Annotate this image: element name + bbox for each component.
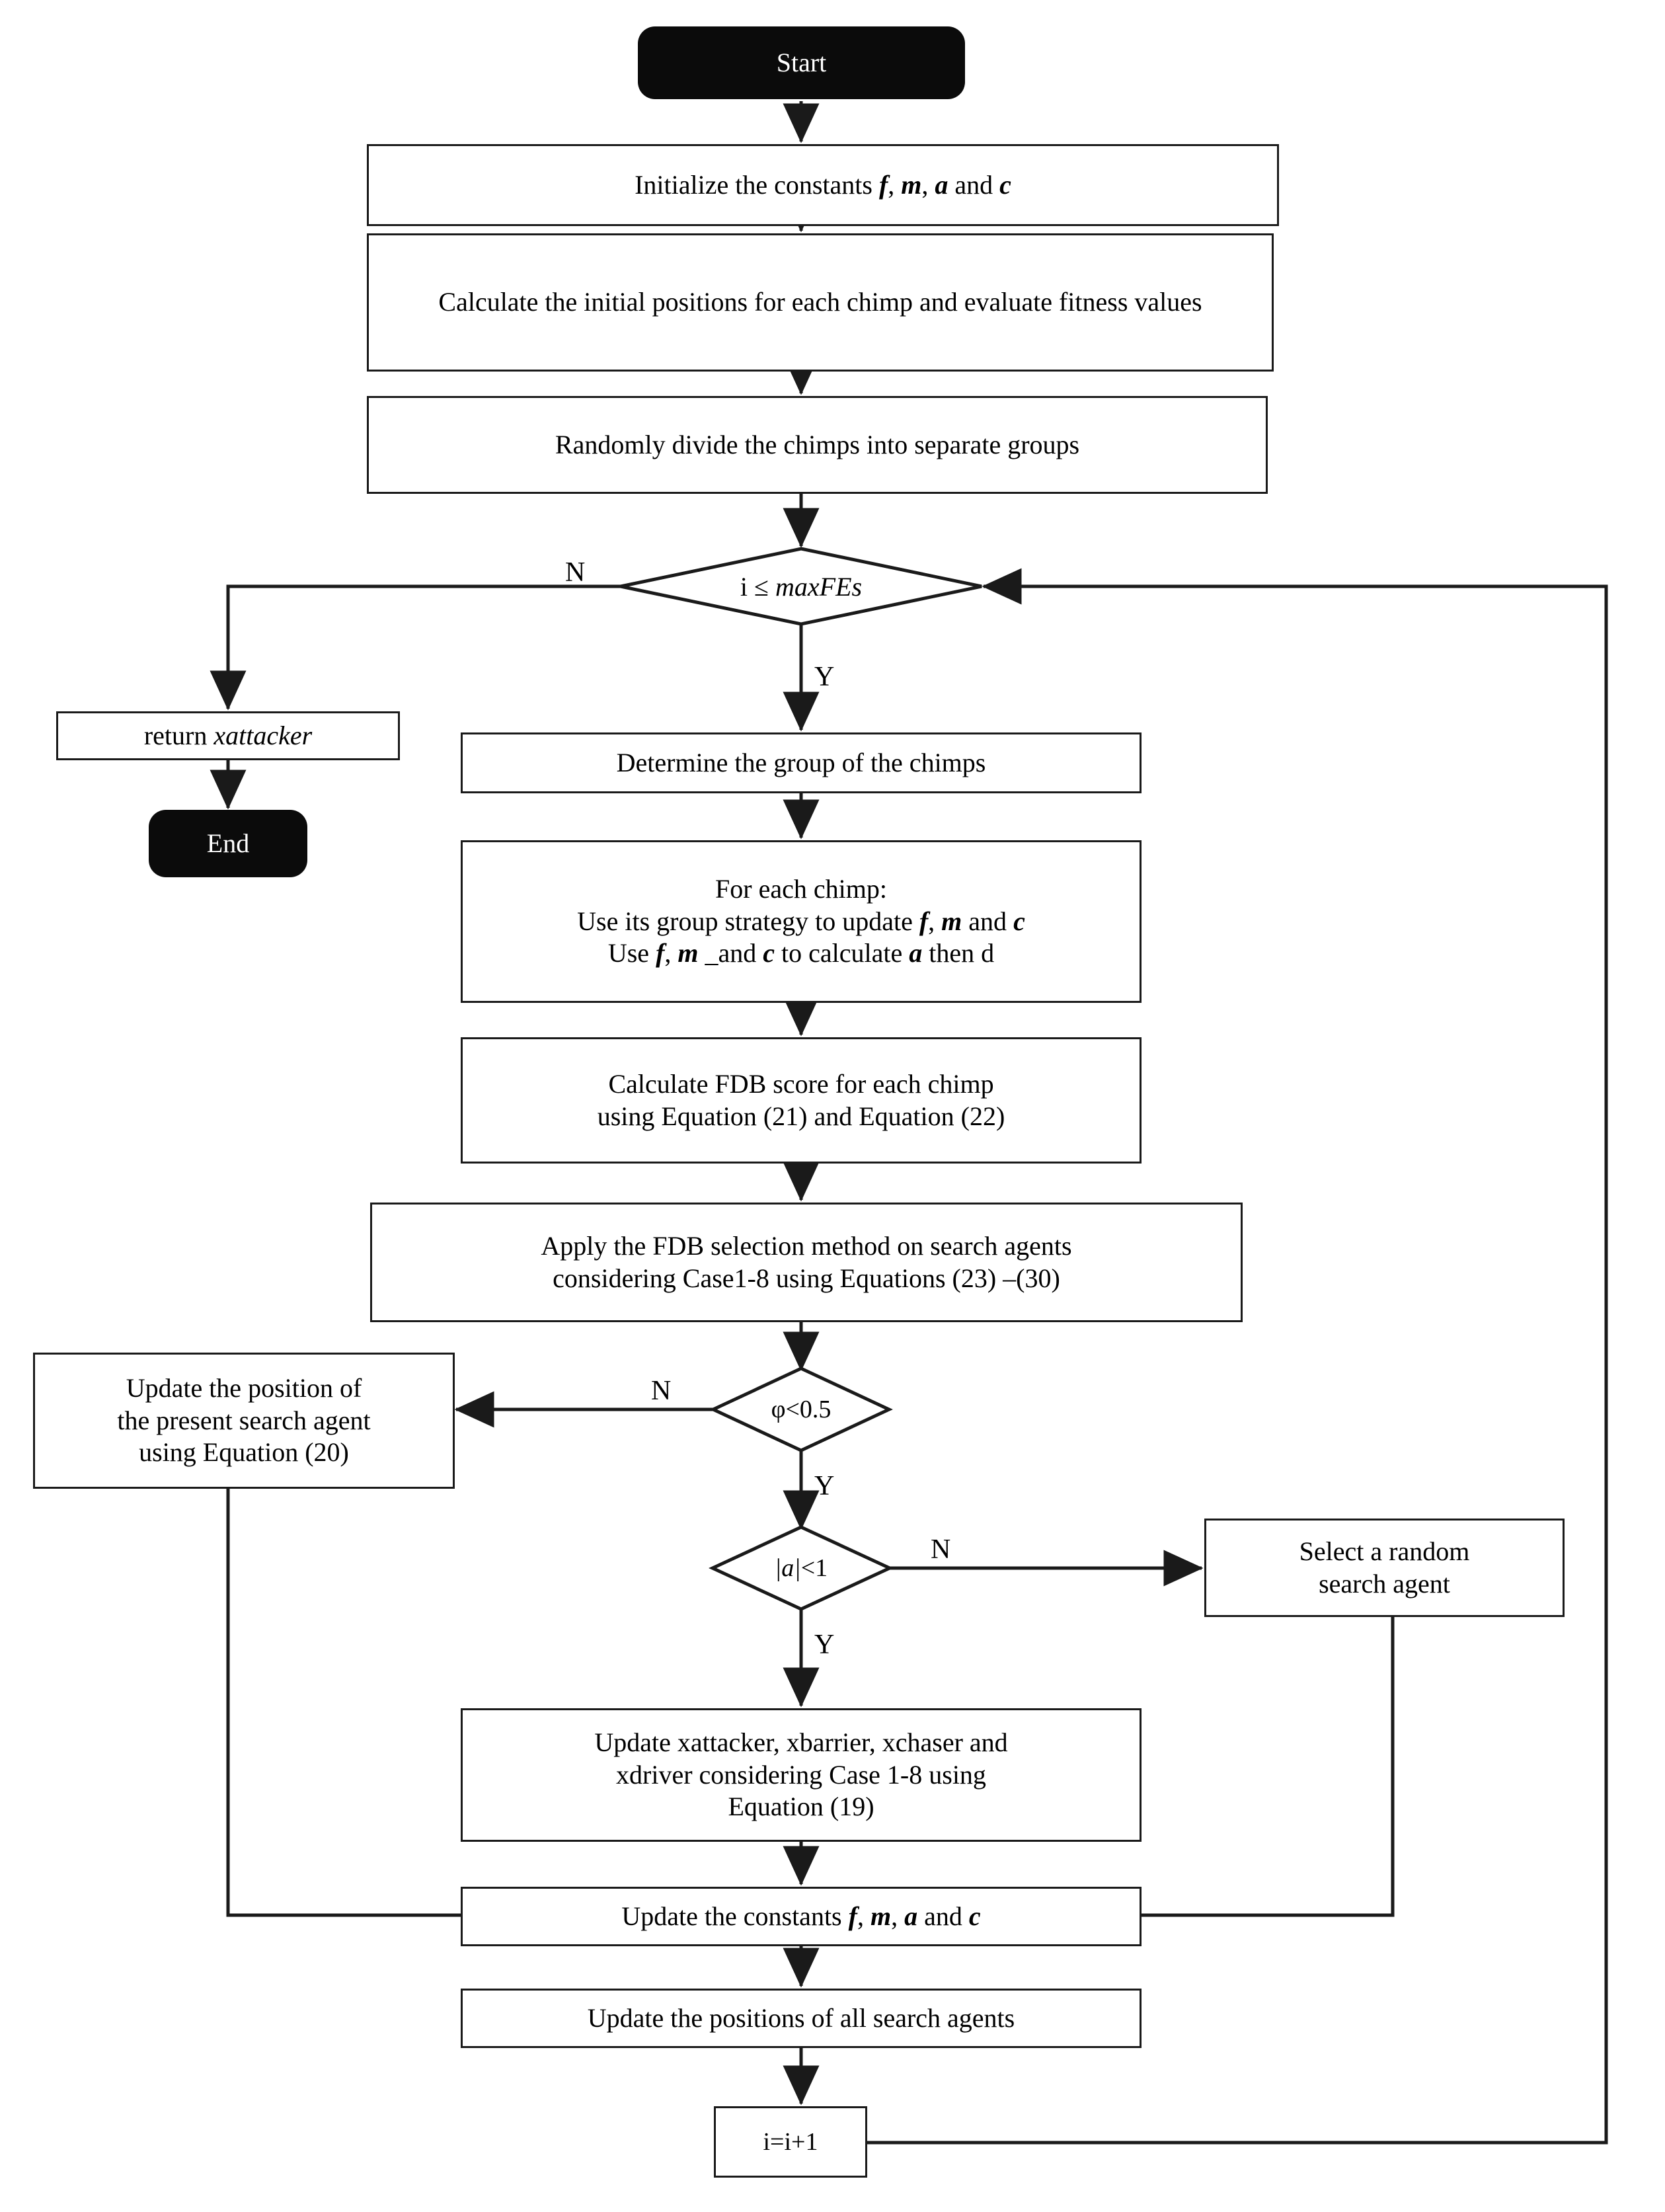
decision-shape-a [709,1525,894,1611]
node-determine-group-label: Determine the group of the chimps [616,747,986,777]
node-determine-group[interactable]: Determine the group of the chimps [461,732,1142,793]
node-loop-check[interactable]: i ≤ maxFEs [661,565,941,608]
node-fdb-selection-line1: Apply the FDB selection method on search… [541,1230,1072,1261]
edge-increment-to-loopcheck [866,568,1608,2145]
node-increment-label: i=i+1 [763,2127,818,2156]
node-update-present-agent-line3: using Equation (20) [139,1437,349,1468]
node-end[interactable]: End [149,810,307,877]
node-select-random-agent[interactable]: Select a random search agent [1204,1519,1565,1617]
node-initial-positions-label: Calculate the initial positions for each… [438,287,1202,317]
node-update-constants-label: Update the constants f, m, a and c [621,1901,981,1931]
node-divide-groups[interactable]: Randomly divide the chimps into separate… [367,396,1268,494]
node-update-positions-label: Update the positions of all search agent… [587,2002,1015,2033]
edge-label-loopcheck-yes: Y [814,662,835,692]
decision-shape-phi [709,1366,893,1452]
node-for-each-chimp-line3: Use f, m _and c to calculate a then d [607,938,995,968]
node-initial-positions[interactable]: Calculate the initial positions for each… [367,233,1274,372]
node-fdb-score-line1: Calculate FDB score for each chimp [608,1068,994,1099]
node-fdb-selection[interactable]: Apply the FDB selection method on search… [370,1203,1243,1322]
edge-label-phi-no: N [651,1376,672,1406]
node-update-present-agent[interactable]: Update the position of the present searc… [33,1353,455,1489]
node-select-random-agent-line2: search agent [1319,1568,1450,1599]
node-start[interactable]: Start [638,26,965,99]
node-for-each-chimp-line2: Use its group strategy to update f, m an… [577,906,1025,936]
edge-label-a-yes: Y [814,1630,835,1660]
node-for-each-chimp[interactable]: For each chimp: Use its group strategy t… [461,840,1142,1003]
edge-label-phi-yes: Y [814,1471,835,1501]
node-end-label: End [206,828,250,858]
node-update-positions[interactable]: Update the positions of all search agent… [461,1989,1142,2048]
node-loop-check-label: i ≤ maxFEs [740,571,863,602]
node-a-check-label: |a|<1 [774,1554,828,1582]
node-return-xattacker[interactable]: return xattacker [56,711,400,760]
edge-label-a-no: N [931,1534,951,1565]
node-select-random-agent-line1: Select a random [1299,1536,1470,1566]
node-a-check[interactable]: |a|<1 [724,1547,878,1589]
node-update-constants[interactable]: Update the constants f, m, a and c [461,1887,1142,1946]
node-start-label: Start [776,47,827,77]
node-update-present-agent-line1: Update the position of [126,1372,362,1403]
edge-label-loopcheck-no: N [565,557,586,588]
node-fdb-score-line2: using Equation (21) and Equation (22) [597,1101,1005,1131]
node-update-leaders[interactable]: Update xattacker, xbarrier, xchaser and … [461,1708,1142,1842]
node-fdb-selection-line2: considering Case1-8 using Equations (23)… [553,1263,1060,1293]
node-increment[interactable]: i=i+1 [714,2106,867,2178]
edge-loopcheck-no [210,584,625,711]
decision-shape-loopcheck [620,547,982,626]
node-init-constants-label: Initialize the constants f, m, a and c [635,169,1011,200]
node-fdb-score[interactable]: Calculate FDB score for each chimp using… [461,1037,1142,1164]
node-phi-check[interactable]: φ<0.5 [724,1388,878,1431]
node-for-each-chimp-line1: For each chimp: [715,873,887,904]
node-divide-groups-label: Randomly divide the chimps into separate… [555,429,1080,459]
node-return-xattacker-label: return xattacker [143,720,313,750]
node-update-leaders-line1: Update xattacker, xbarrier, xchaser and [594,1727,1008,1757]
node-init-constants[interactable]: Initialize the constants f, m, a and c [367,144,1279,226]
edge-updatepresent-to-constants [226,1489,722,1934]
node-update-leaders-line2: xdriver considering Case 1-8 using [616,1759,986,1790]
node-update-leaders-line3: Equation (19) [728,1792,874,1822]
node-update-present-agent-line2: the present search agent [117,1405,371,1435]
node-phi-check-label: φ<0.5 [771,1396,832,1423]
